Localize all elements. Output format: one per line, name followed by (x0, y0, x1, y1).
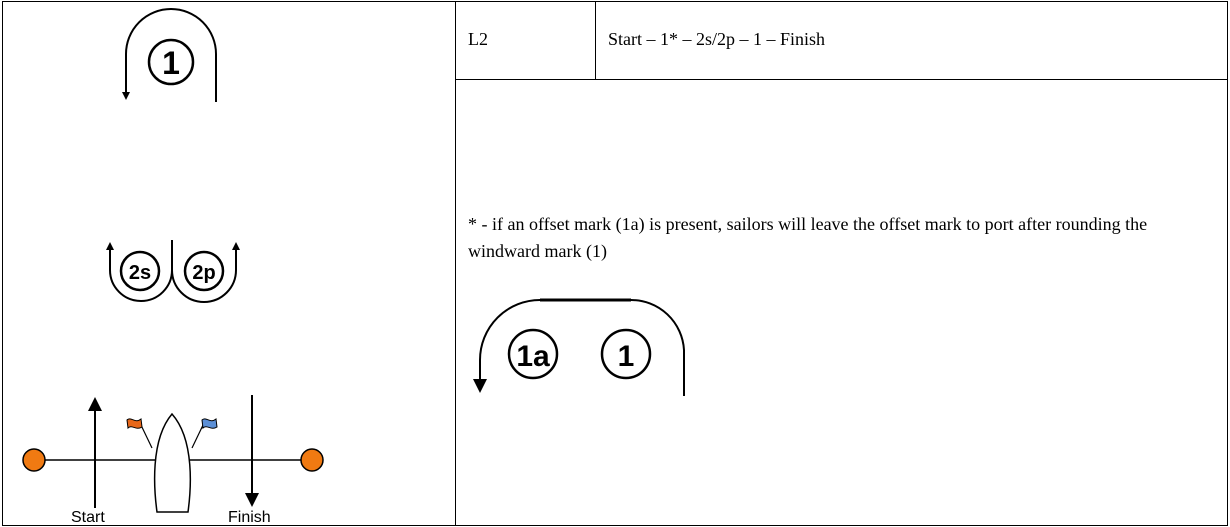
orange-flag-icon (126, 418, 143, 430)
committee-boat-icon (153, 412, 192, 513)
blue-flag-icon (201, 418, 218, 430)
finish-label: Finish (228, 509, 271, 526)
table-divider (455, 2, 456, 525)
offset-mark-rounding: 1a 1 (473, 298, 685, 396)
windward-mark-circle (147, 38, 195, 86)
gate-mark-2s-label: 2s (129, 262, 151, 284)
course-code: L2 (468, 29, 488, 49)
offset-mark-label: 1a (516, 340, 550, 373)
start-label: Start (71, 509, 105, 526)
gate-mark-2p-circle (183, 250, 225, 292)
gate-mark-2s-circle (119, 250, 161, 292)
windward-mark-label: 1 (162, 45, 180, 81)
windward-mark-circle (600, 328, 652, 380)
course-sequence: Start – 1* – 2s/2p – 1 – Finish (608, 29, 826, 49)
leeward-gate: 2s 2p (106, 240, 240, 303)
offset-mark-note: * - if an offset mark (1a) is present, s… (468, 214, 1148, 261)
gate-mark-2p-label: 2p (192, 262, 215, 284)
windward-mark-label: 1 (618, 340, 635, 373)
pin-buoy-icon (300, 448, 324, 472)
offset-mark-circle (507, 328, 559, 380)
table-divider (455, 79, 1227, 80)
start-finish-line: Start Finish (22, 395, 324, 526)
table-divider (595, 2, 596, 79)
pin-buoy-icon (22, 448, 46, 472)
windward-mark-rounding: 1 (122, 8, 217, 102)
